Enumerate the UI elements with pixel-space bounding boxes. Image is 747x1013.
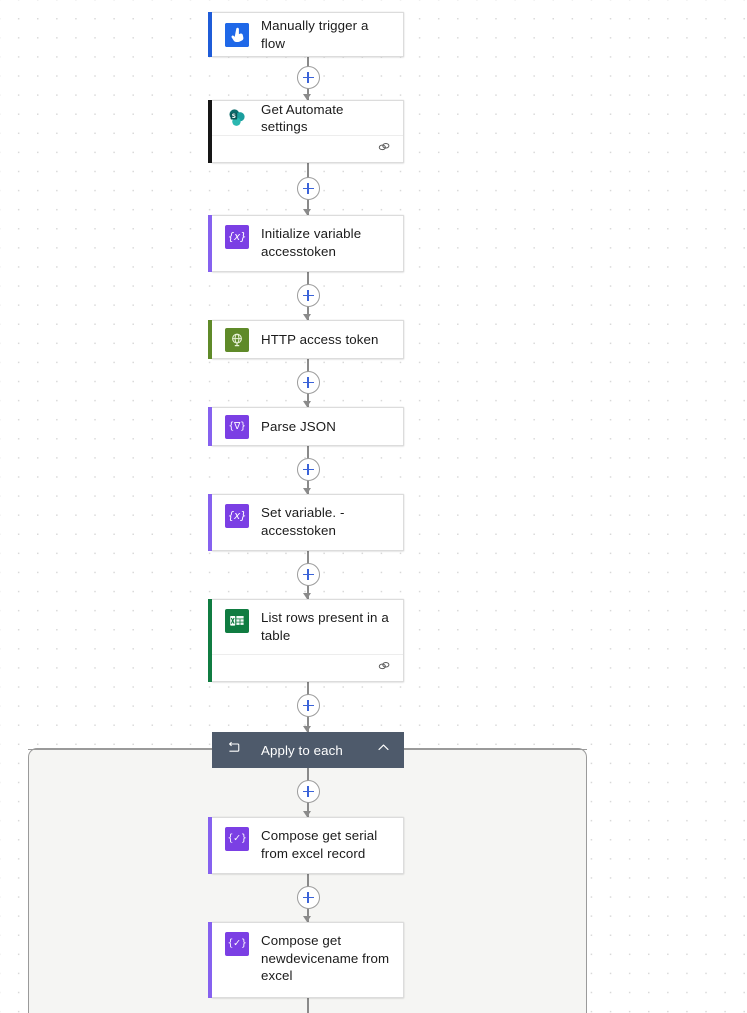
- node-title: HTTP access token: [261, 331, 379, 347]
- flow-node-compose-get-serial-from-excel-record[interactable]: {✓} Compose get serial from excel record: [208, 817, 404, 874]
- add-step-button-4[interactable]: [296, 371, 320, 394]
- node-title: Parse JSON: [261, 418, 336, 434]
- flow-node-compose-get-newdevicename-from-excel[interactable]: {✓} Compose get newdevicename from excel: [208, 922, 404, 998]
- loop-icon: [228, 741, 241, 759]
- node-title: Compose get newdevicename from excel: [261, 933, 390, 983]
- node-accent-bar: [208, 817, 212, 874]
- node-title: Compose get serial from excel record: [261, 828, 378, 861]
- excel-icon: [225, 609, 249, 633]
- variable-icon: {x}: [225, 225, 249, 249]
- node-accent-bar: [208, 100, 212, 163]
- scope-stub-left: [28, 749, 212, 751]
- flow-node-parse-json[interactable]: {∇} Parse JSON: [208, 407, 404, 446]
- chevron-up-icon[interactable]: [377, 741, 390, 759]
- add-step-button-6[interactable]: [296, 563, 320, 586]
- node-accent-bar: [208, 599, 212, 682]
- flow-node-manually-trigger-a-flow[interactable]: Manually trigger a flow: [208, 12, 404, 57]
- apply-to-each-header[interactable]: Apply to each: [212, 732, 404, 768]
- node-accent-bar: [208, 215, 212, 272]
- node-connection-row[interactable]: [212, 135, 403, 162]
- manual-trigger-icon: [225, 22, 249, 47]
- node-title: Initialize variable accesstoken: [261, 226, 362, 259]
- node-accent-bar: [208, 407, 212, 446]
- svg-text:S: S: [232, 114, 236, 120]
- add-step-button-8[interactable]: [296, 780, 320, 803]
- node-accent-bar: [208, 12, 212, 57]
- add-step-button-3[interactable]: [296, 284, 320, 307]
- node-accent-bar: [208, 922, 212, 998]
- node-accent-bar: [208, 494, 212, 551]
- variable-icon: {x}: [225, 504, 249, 528]
- node-title: Manually trigger a flow: [261, 18, 369, 51]
- node-title: Set variable. - accesstoken: [261, 505, 345, 538]
- link-icon[interactable]: [377, 140, 391, 159]
- add-step-button-1[interactable]: [296, 66, 320, 89]
- add-step-button-9[interactable]: [296, 886, 320, 909]
- node-connection-row[interactable]: [212, 654, 403, 681]
- globe-icon: [225, 327, 249, 352]
- flow-node-list-rows-present-in-a-table[interactable]: List rows present in a table: [208, 599, 404, 682]
- node-title: Get Automate settings: [261, 101, 344, 135]
- flow-node-get-automate-settings[interactable]: S Get Automate settings: [208, 100, 404, 163]
- parse-json-icon: {∇}: [225, 414, 249, 439]
- compose-icon: {✓}: [225, 827, 249, 851]
- add-step-button-5[interactable]: [296, 458, 320, 481]
- sharepoint-icon: S: [225, 106, 249, 130]
- flow-node-initialize-variable-accesstoken[interactable]: {x} Initialize variable accesstoken: [208, 215, 404, 272]
- flow-node-http-access-token[interactable]: HTTP access token: [208, 320, 404, 359]
- node-accent-bar: [208, 320, 212, 359]
- node-title: List rows present in a table: [261, 610, 389, 643]
- add-step-button-7[interactable]: [296, 694, 320, 717]
- link-icon[interactable]: [377, 659, 391, 678]
- add-step-button-2[interactable]: [296, 177, 320, 200]
- scope-stub-right: [404, 749, 587, 751]
- apply-to-each-title: Apply to each: [261, 742, 343, 758]
- flow-node-set-variable-accesstoken[interactable]: {x} Set variable. - accesstoken: [208, 494, 404, 551]
- compose-icon: {✓}: [225, 932, 249, 956]
